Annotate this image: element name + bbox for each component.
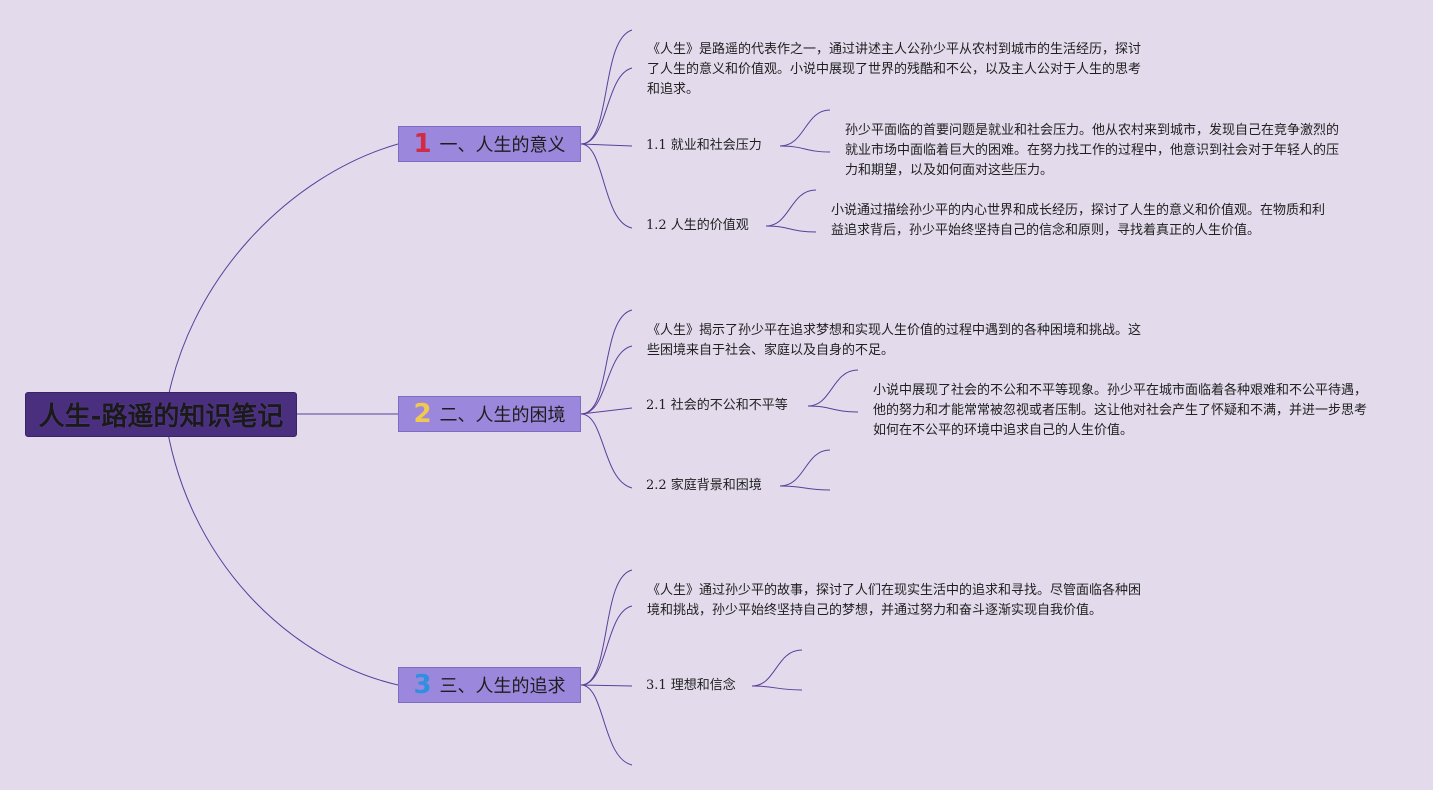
branch-topic-2[interactable]: 2 二、人生的困境 xyxy=(398,396,581,432)
branch-topic-label: 二、人生的困境 xyxy=(439,405,566,426)
branch-topic-label: 一、人生的意义 xyxy=(439,135,566,156)
link-b3-desc xyxy=(580,569,633,686)
subtopic-1-1-description: 孙少平面临的首要问题是就业和社会压力。他从农村来到城市，发现自己在竞争激烈的就业… xyxy=(845,123,1340,178)
branch-topic-1[interactable]: 1 一、人生的意义 xyxy=(398,126,581,162)
subtopic-1-2-description: 小说通过描绘孙少平的内心世界和成长经历，探讨了人生的意义和价值观。在物质和利益追… xyxy=(831,203,1326,238)
link-b1-sub2-desc-top xyxy=(765,189,817,227)
link-b3-sub1-desc-top xyxy=(751,649,803,687)
link-b3-sub1-desc-bottom xyxy=(751,685,803,691)
link-b2-desc xyxy=(580,309,633,415)
link-b2-sub1-desc-top xyxy=(807,369,859,407)
link-root-branch-1 xyxy=(164,143,399,416)
branch-1-description: 《人生》是路遥的代表作之一，通过讲述主人公孙少平从农村到城市的生活经历，探讨了人… xyxy=(647,42,1142,97)
link-b2-sub2-desc-top xyxy=(779,449,831,487)
link-b1-desc-bottom xyxy=(580,67,633,145)
link-b2-sub2 xyxy=(580,413,633,489)
branch-2-description: 《人生》揭示了孙少平在追求梦想和实现人生价值的过程中遇到的各种困境和挑战。这些困… xyxy=(647,323,1142,358)
link-root-branch-3 xyxy=(164,414,399,686)
subtopic-3-1[interactable]: 3.1 理想和信念 xyxy=(646,678,736,693)
number-2-icon: 2 xyxy=(413,399,432,429)
link-b1-desc xyxy=(580,29,633,145)
subtopic-1-2[interactable]: 1.2 人生的价值观 xyxy=(646,218,749,233)
link-b1-sub2-desc-bottom xyxy=(765,225,817,233)
number-3-icon: 3 xyxy=(413,670,432,700)
branch-topic-3[interactable]: 3 三、人生的追求 xyxy=(398,667,581,703)
link-b3-sub1 xyxy=(580,684,633,687)
branch-topic-label: 三、人生的追求 xyxy=(439,676,566,697)
root-topic[interactable]: 人生-路遥的知识笔记 xyxy=(25,392,297,437)
link-b2-desc-bottom xyxy=(580,345,633,415)
branch-3-description: 《人生》通过孙少平的故事，探讨了人们在现实生活中的追求和寻找。尽管面临各种困境和… xyxy=(647,583,1142,618)
link-b1-sub1-desc-top xyxy=(779,109,831,147)
root-topic-label: 人生-路遥的知识笔记 xyxy=(38,402,284,432)
subtopic-2-1[interactable]: 2.1 社会的不公和不平等 xyxy=(646,398,788,413)
link-b3-desc-bottom xyxy=(580,605,633,686)
link-b1-sub1-desc-bottom xyxy=(779,145,831,153)
link-b2-sub1 xyxy=(580,407,633,415)
subtopic-2-2[interactable]: 2.2 家庭背景和困境 xyxy=(646,478,762,493)
number-1-icon: 1 xyxy=(413,129,432,159)
subtopic-2-1-description: 小说中展现了社会的不公和不平等现象。孙少平在城市面临着各种艰难和不公平待遇，他的… xyxy=(873,383,1368,438)
link-b1-sub1 xyxy=(580,143,633,147)
link-b2-sub2-desc-bottom xyxy=(779,485,831,491)
link-b2-sub1-desc-bottom xyxy=(807,405,859,413)
subtopic-1-1[interactable]: 1.1 就业和社会压力 xyxy=(646,138,762,153)
link-b1-sub2 xyxy=(580,143,633,229)
link-b3-empty xyxy=(580,684,633,766)
